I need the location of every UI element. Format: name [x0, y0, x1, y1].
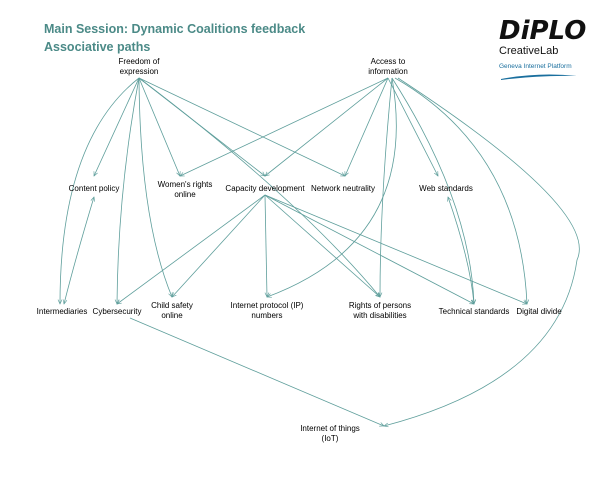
node-access: Access to information: [368, 57, 408, 76]
logo-swoosh-icon: [501, 74, 577, 80]
edge-freedom-to-netneut: [138, 77, 345, 177]
edge-web-to-tech: [448, 197, 474, 304]
edge-capacity-to-digital: [264, 194, 527, 304]
edge-access-to-capacity: [265, 77, 389, 176]
edge-access-to-netneut: [345, 77, 389, 176]
edge-freedom-to-cyber: [117, 77, 140, 304]
node-ip: Internet protocol (IP) numbers: [230, 301, 304, 320]
node-intermed: Intermediaries: [36, 307, 88, 316]
edge-freedom-to-women: [138, 77, 180, 176]
node-capacity: Capacity development: [225, 184, 305, 193]
node-cyber: Cybersecurity: [92, 307, 142, 316]
edge-capacity-to-rights: [264, 194, 380, 297]
node-rights: Rights of persons with disabilities: [348, 301, 412, 320]
edge-cyber-to-iot: [129, 317, 384, 426]
edge-access-to-ip: [267, 77, 397, 297]
node-content: Content policy: [68, 184, 120, 193]
edge-freedom-to-intermed: [60, 77, 140, 304]
node-netneut: Network neutrality: [310, 184, 376, 193]
edge-access-to-iot: [384, 77, 580, 426]
edge-freedom-to-rights: [138, 77, 380, 297]
edge-capacity-to-ip: [264, 194, 267, 297]
edge-freedom-to-content: [93, 77, 140, 176]
node-web: Web standards: [419, 184, 473, 193]
node-tech: Technical standards: [438, 307, 510, 316]
node-digital: Digital divide: [516, 307, 562, 316]
title-line-1: Main Session: Dynamic Coalitions feedbac…: [44, 22, 306, 36]
node-iot: Internet of things (IoT): [300, 424, 360, 443]
edge-capacity-to-tech: [264, 194, 474, 304]
node-child: Child safety online: [151, 301, 193, 320]
title-line-2: Associative paths: [44, 40, 151, 54]
node-women: Women's rights online: [157, 180, 213, 199]
logo-creativelab: CreativeLab: [499, 45, 559, 57]
edge-access-to-women: [180, 77, 389, 177]
edge-freedom-to-child: [138, 77, 172, 297]
edge-layer: [60, 77, 580, 426]
edge-capacity-to-cyber: [117, 194, 266, 304]
diagram-title: Main Session: Dynamic Coalitions feedbac…: [44, 20, 305, 56]
edge-access-to-digital: [394, 77, 527, 304]
edge-capacity-to-child: [172, 194, 266, 297]
logo-wordmark: DiPLO: [499, 16, 587, 46]
logo-gip: Geneva Internet Platform: [499, 63, 572, 70]
edge-content-to-intermed: [64, 197, 94, 304]
edge-access-to-rights: [380, 77, 393, 297]
edge-access-to-web: [387, 77, 439, 176]
diplo-logo: DiPLO CreativeLab Geneva Internet Platfo…: [499, 16, 587, 84]
node-freedom: Freedom of expression: [118, 57, 160, 76]
